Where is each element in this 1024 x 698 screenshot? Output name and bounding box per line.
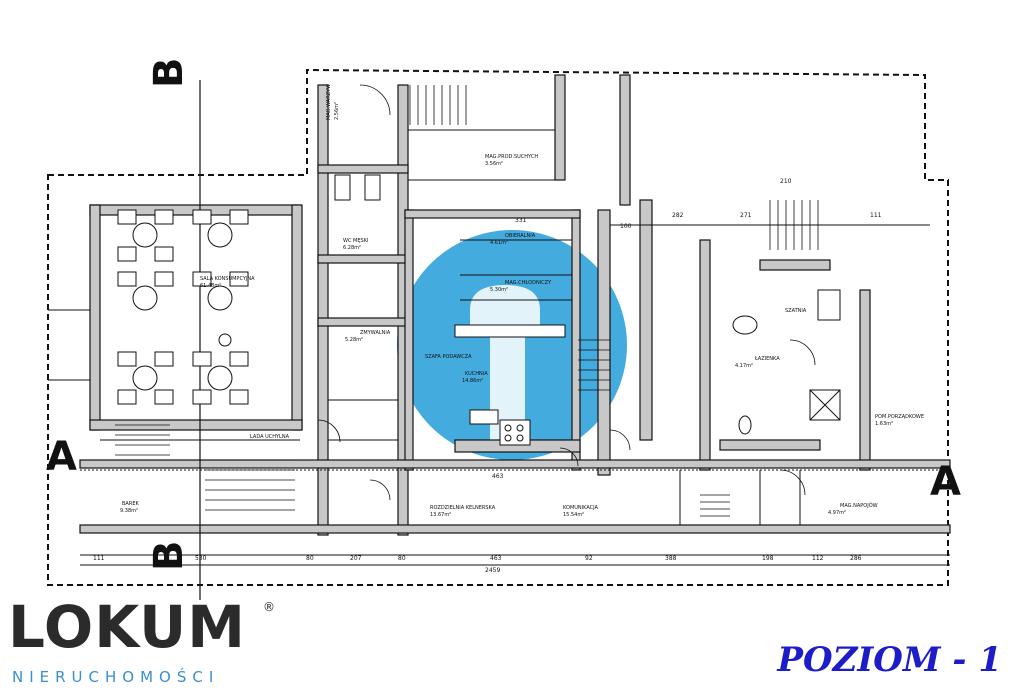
dim-bottom-1: 530 [195,555,207,562]
room-area-warzyw: 2.56m² [334,102,340,120]
room-area-lazienka: 4.17m² [735,363,753,369]
room-area-chlodnicza: 5.30m² [490,287,508,293]
dim-bottom-10: 286 [850,555,862,562]
dim-overall: 2459 [485,567,500,574]
room-area-sala: 61.48m² [200,283,221,289]
dim-top-3: 282 [672,212,684,219]
room-label-chlodnicza: MAG.CHŁODNICZY [505,280,552,286]
room-label-obieralnia: OBIERALNIA [505,233,536,239]
room-label-prod-suchych: MAG.PROD.SUCHYCH [485,154,538,160]
room-area-wc: 6.28m² [343,245,361,251]
doors [317,84,816,501]
room-area-bar: 9.38m² [120,508,138,514]
annotation-lada: LADA UCHYLNA [250,434,290,440]
annotation-szafa: SZAFA PODAWCZA [425,354,472,360]
room-area-kuchnia: 14.86m² [462,378,483,384]
dimension-labels: 111 530 80 207 80 463 92 388 198 112 286… [93,178,882,574]
logo-wordmark: LOKUM [8,593,246,661]
dim-top-6: 463 [492,473,504,480]
dim-top-1: 271 [740,212,752,219]
section-marker-a-left: A [46,434,77,480]
dim-bottom-5: 463 [490,555,502,562]
room-label-bar: BAREK [122,501,139,507]
highlight-keyhole [470,285,540,440]
room-area-napojow: 4.97m² [828,510,846,516]
room-label-zmywalnia: ZMYWALNIA [360,330,391,336]
room-area-porzadkowe: 1.63m² [875,421,893,427]
dim-top-4: 100 [620,223,632,230]
section-marker-b-top: B [146,58,192,89]
walls [79,74,951,536]
room-area-zmywalnia: 5.28m² [345,337,363,343]
room-label-napojow: MAG.NAPOJÓW [840,502,878,509]
logo-tagline: NIERUCHOMOŚCI [12,668,220,686]
outer-boundary [47,68,949,586]
room-labels: SALA KONSUMPCYJNA 61.48m² BAREK 9.38m² W… [120,84,924,518]
dim-bottom-8: 198 [762,555,774,562]
dim-top-0: 210 [780,178,792,185]
room-label-szatnia: SZATNIA [785,308,807,314]
dim-top-5: 331 [515,217,527,224]
dim-top-2: 111 [870,212,882,219]
dim-bottom-6: 92 [585,555,593,562]
room-label-lazienka: ŁAZIENKA [754,356,780,362]
registered-mark: ® [263,600,275,614]
dim-bottom-9: 112 [812,555,824,562]
room-label-warzyw: MAG.WARZYW [326,84,332,120]
room-label-wc: WC MĘSKI [343,238,368,244]
room-label-komunikacja: KOMUNIKACJA [563,505,599,511]
dim-bottom-3: 207 [350,555,362,562]
dim-bottom-7: 388 [665,555,677,562]
dim-bottom-0: 111 [93,555,105,562]
section-marker-a-right: A [930,459,961,505]
room-area-rozdzielnia: 13.67m² [430,512,451,518]
kitchen-fixtures [334,174,841,446]
room-area-obieralnia: 4.61m² [490,240,508,246]
section-marker-b-bottom: B [146,541,192,572]
dim-bottom-4: 80 [398,555,406,562]
room-label-kuchnia: KUCHNIA [465,371,488,377]
room-label-porzadkowe: POM.PORZĄDKOWE [875,414,924,420]
dim-bottom-2: 80 [306,555,314,562]
room-label-rozdzielnia: ROZDZIELNIA KELNERSKA [430,505,496,511]
dining-tables [117,209,249,405]
company-logo: LOKUM ® NIERUCHOMOŚCI [8,598,278,693]
room-area-prod-suchych: 3.56m² [485,161,503,167]
room-area-komunikacja: 15.54m² [563,512,584,518]
level-label: POZIOM - 1 [777,640,1002,680]
stairs [115,85,819,517]
room-label-sala: SALA KONSUMPCYJNA [200,276,255,282]
